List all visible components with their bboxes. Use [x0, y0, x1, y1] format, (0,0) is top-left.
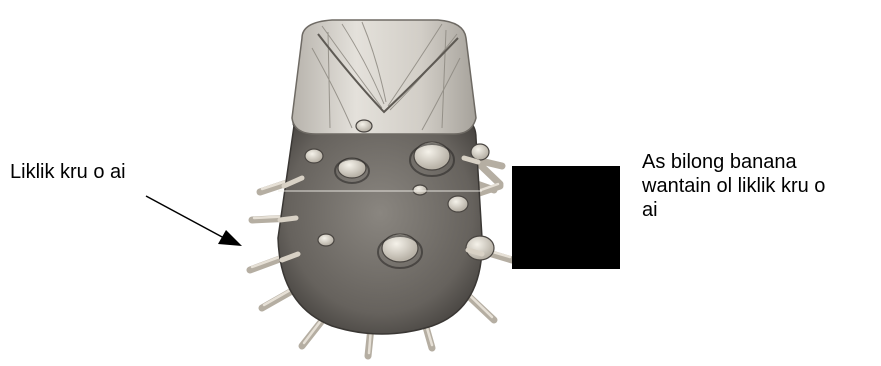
right-label-line-1: As bilong banana — [642, 150, 877, 174]
arrow-shaft — [146, 196, 224, 238]
right-label-line-3: ai — [642, 198, 877, 222]
left-label: Liklik kru o ai — [10, 160, 126, 184]
redaction-box — [512, 166, 620, 269]
right-label-line-2: wantain ol liklik kru o — [642, 174, 877, 198]
banana-corm-drawing-icon — [232, 8, 522, 364]
right-label: As bilong banana wantain ol liklik kru o… — [642, 150, 877, 222]
